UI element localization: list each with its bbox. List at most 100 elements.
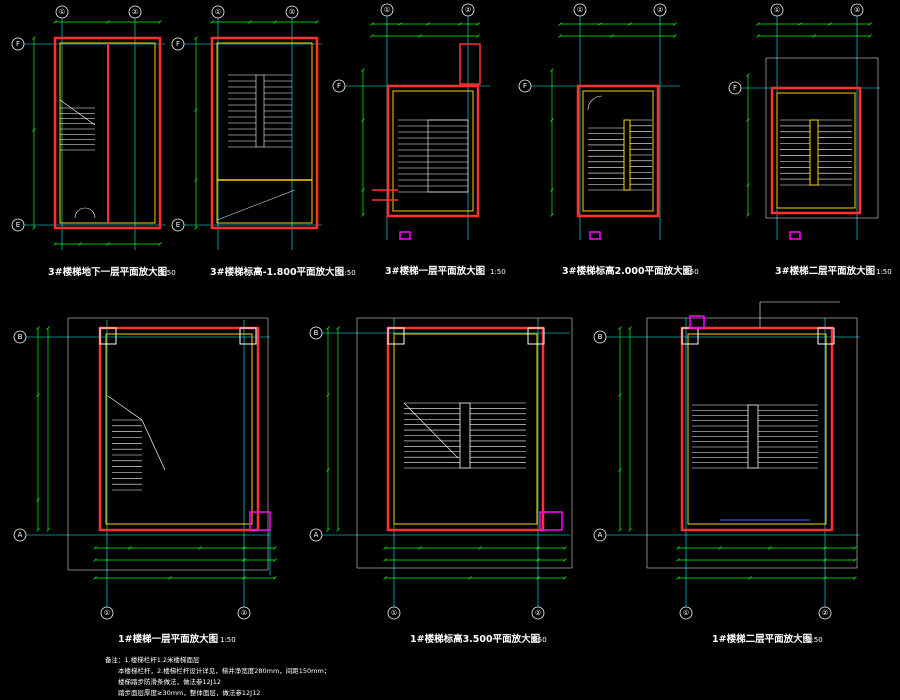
dimension-tick <box>36 498 40 502</box>
wall-inner <box>687 333 827 525</box>
dimension-tick <box>558 34 562 38</box>
dimension-tick <box>168 576 172 580</box>
note-line-4: 踏步面层厚度≥30mm，整体面层，做法参12J12 <box>118 688 260 697</box>
dimension-tick <box>326 468 330 472</box>
dimension-tick <box>746 118 750 122</box>
dimension-tick <box>78 242 82 246</box>
dimension-tick <box>93 576 97 580</box>
title-bottom-3: 1#楼梯二层平面放大图 <box>712 633 812 645</box>
fixture <box>589 231 601 240</box>
wall-outline <box>98 326 260 532</box>
fixture <box>249 511 271 531</box>
title-top-3: 3#楼梯一层平面放大图 <box>385 265 485 277</box>
dimension-tick <box>628 326 632 330</box>
axis-label: A <box>314 531 319 539</box>
axis-label: F <box>16 40 20 48</box>
dimension-tick <box>610 34 614 38</box>
dimension-tick <box>418 34 422 38</box>
dimension-tick <box>768 546 772 550</box>
dimension-tick <box>210 20 214 24</box>
dimension-tick <box>128 546 132 550</box>
dimension-tick <box>36 528 40 532</box>
fixture <box>789 231 801 240</box>
dimension-tick <box>618 326 622 330</box>
axis-label: F <box>337 82 341 90</box>
stair-well <box>747 404 759 469</box>
dimension-tick <box>273 546 277 550</box>
stair-well <box>255 74 265 148</box>
dimension-tick <box>315 20 319 24</box>
dimension-tick <box>418 546 422 550</box>
dimension-tick <box>550 213 554 217</box>
axis-label: B <box>598 333 603 341</box>
note-line-3: 楼梯踏步防滑条做法，做法参12J12 <box>118 677 221 686</box>
axis-label: E <box>16 221 20 229</box>
dimension-tick <box>46 326 50 330</box>
wall-outline <box>680 326 834 532</box>
dimension-tick <box>370 34 374 38</box>
column <box>817 327 835 345</box>
wall-outline <box>576 84 660 218</box>
dimension-tick <box>676 576 680 580</box>
dimension-tick <box>746 183 750 187</box>
wall-inner <box>216 42 313 224</box>
wall-outline <box>386 84 480 218</box>
dimension-tick <box>812 34 816 38</box>
dimension-tick <box>361 68 365 72</box>
dimension-tick <box>853 576 857 580</box>
scale-top-2: 1:50 <box>340 269 356 277</box>
dimension-tick <box>563 546 567 550</box>
dimension-tick <box>676 546 680 550</box>
dimension-tick <box>32 226 36 230</box>
wall-outline <box>53 36 162 230</box>
stair-arrow <box>403 402 459 459</box>
dimension-tick <box>828 22 832 26</box>
dimension-tick <box>746 213 750 217</box>
dimension-tick <box>93 558 97 562</box>
dimension-tick <box>673 34 677 38</box>
wall-outline <box>210 36 319 230</box>
axis-label: ② <box>132 8 138 16</box>
dimension-tick <box>361 213 365 217</box>
stair-arrow <box>107 395 143 421</box>
dimension-tick <box>853 558 857 562</box>
dimension-tick <box>93 546 97 550</box>
dimension-tick <box>628 22 632 26</box>
dimension-tick <box>194 36 198 40</box>
scale-top-3: 1:50 <box>490 268 506 276</box>
wall-outline <box>386 326 545 532</box>
axis-label: B <box>314 329 319 337</box>
dimension-tick <box>536 576 540 580</box>
frame-outline <box>646 317 858 569</box>
wall-outline <box>770 86 862 215</box>
dimension-tick <box>194 226 198 230</box>
dimension-tick <box>563 558 567 562</box>
dimension-tick <box>361 188 365 192</box>
dimension-tick <box>798 22 802 26</box>
dimension-tick <box>868 34 872 38</box>
dimension-tick <box>676 558 680 562</box>
title-top-1: 3#楼梯地下一层平面放大图 <box>48 266 167 278</box>
dimension-tick <box>618 528 622 532</box>
title-bottom-1: 1#楼梯一层平面放大图 <box>118 633 218 645</box>
frame-outline <box>67 317 269 571</box>
title-top-4: 3#楼梯标高2.000平面放大图 <box>562 265 692 277</box>
dimension-tick <box>536 558 540 562</box>
dimension-tick <box>36 393 40 397</box>
axis-label: ① <box>215 8 221 16</box>
dimension-tick <box>242 558 246 562</box>
dimension-tick <box>46 528 50 532</box>
note-line-1: 备注：1.楼梯栏杆1.2米楼梯面层 <box>105 655 200 664</box>
fixture <box>689 315 705 329</box>
frame-outline <box>356 317 573 569</box>
axis-label: ② <box>854 6 860 14</box>
title-bottom-2: 1#楼梯标高3.500平面放大图 <box>410 633 540 645</box>
dimension-tick <box>32 128 36 132</box>
wall-inner <box>105 333 253 525</box>
dimension-tick <box>476 22 480 26</box>
axis-label: ① <box>577 6 583 14</box>
dimension-tick <box>458 22 462 26</box>
dimension-tick <box>53 242 57 246</box>
axis-label: ① <box>104 609 110 617</box>
scale-bottom-1: 1:50 <box>220 636 236 644</box>
